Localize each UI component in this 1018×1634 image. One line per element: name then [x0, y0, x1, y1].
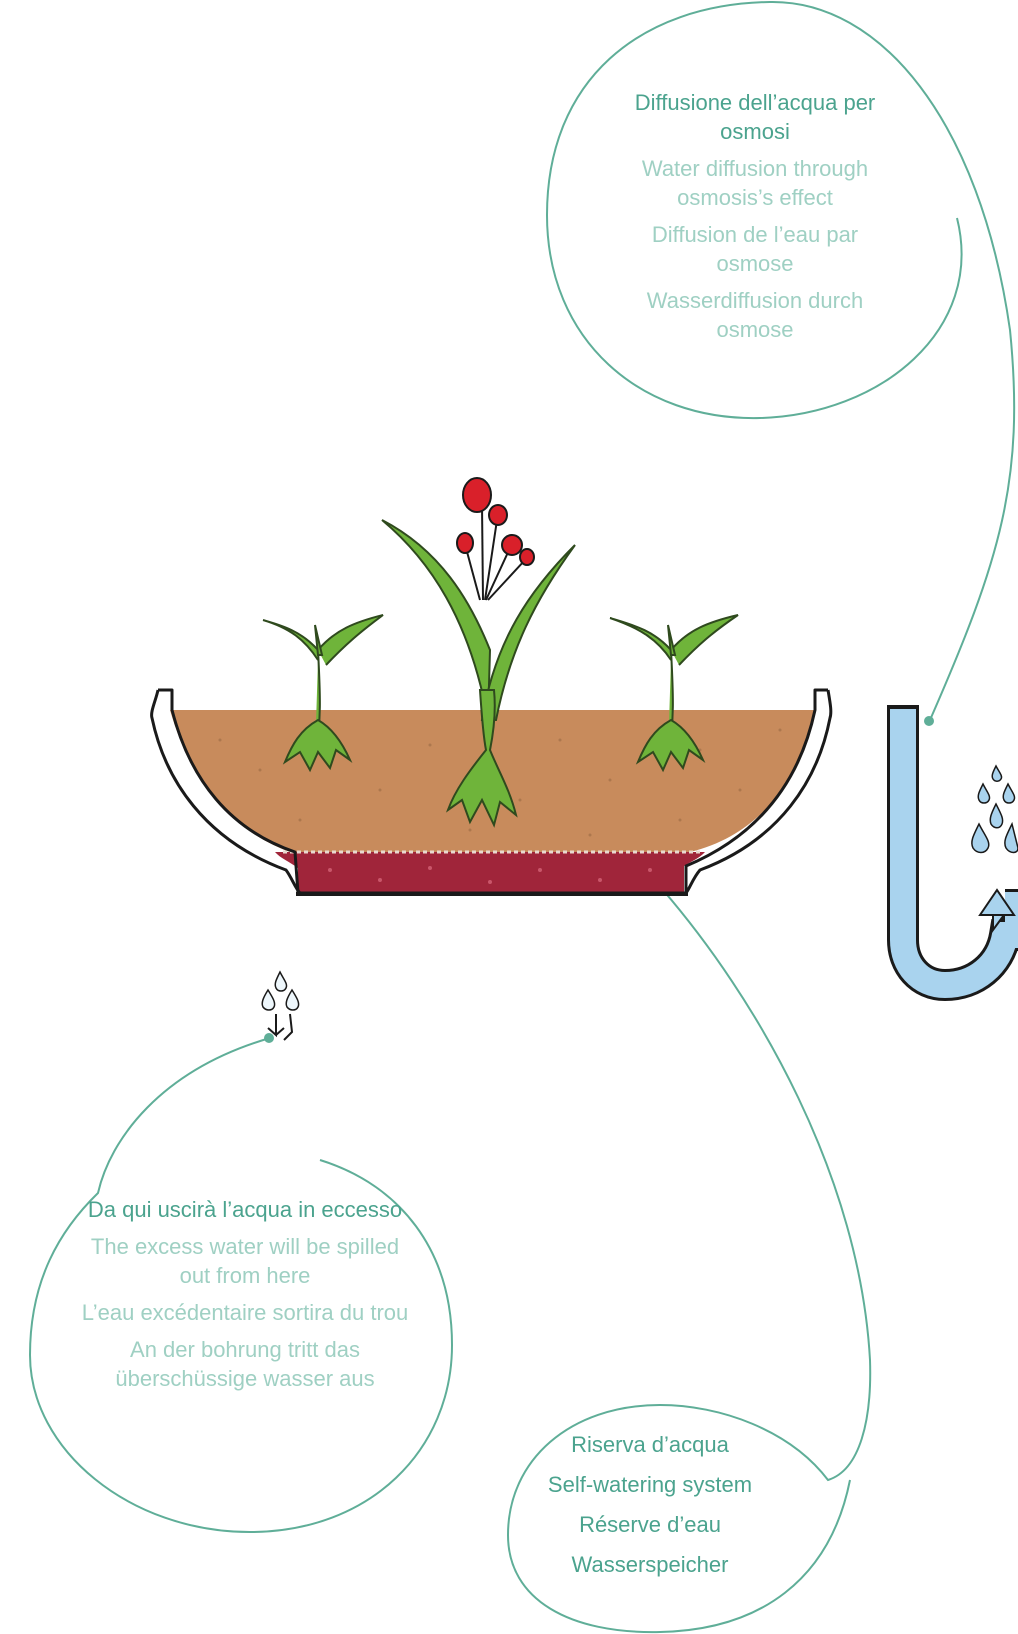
- osmosis-label-fr: Diffusion de l’eau par osmose: [615, 220, 895, 278]
- pipe-drops: [972, 766, 1018, 853]
- drain-label-it: Da qui uscirà l’acqua in eccesso: [80, 1195, 410, 1224]
- flower-bud: [489, 505, 507, 525]
- water-drop-icon: [972, 824, 989, 853]
- reserve-label-it: Riserva d’acqua: [520, 1429, 780, 1461]
- drain-label-de: An der bohrung tritt das überschüssige w…: [80, 1335, 410, 1393]
- water-pipe-icon: [889, 705, 1018, 985]
- osmosis-label-de: Wasserdiffusion durch osmose: [615, 286, 895, 344]
- osmosis-leader-dot: [924, 716, 934, 726]
- drain-leader-dot: [264, 1033, 274, 1043]
- osmosis-label-it: Diffusione dell’acqua per osmosi: [615, 88, 895, 146]
- reserve-label-en: Self-watering system: [520, 1469, 780, 1501]
- flower-bud: [463, 478, 491, 512]
- water-drop-icon: [978, 784, 989, 803]
- drain-label-fr: L’eau excédentaire sortira du trou: [80, 1298, 410, 1327]
- water-drop-icon: [992, 766, 1001, 781]
- water-drop-icon: [1005, 824, 1018, 853]
- drain-label-en: The excess water will be spilled out fro…: [80, 1232, 410, 1290]
- drain-label: Da qui uscirà l’acqua in eccesso The exc…: [80, 1195, 410, 1393]
- flower-bud: [502, 535, 522, 555]
- water-drop-icon: [275, 972, 286, 991]
- water-drop-icon: [262, 990, 274, 1010]
- water-drop-icon: [286, 990, 298, 1010]
- reserve-label-fr: Réserve d’eau: [520, 1509, 780, 1541]
- osmosis-label: Diffusione dell’acqua per osmosi Water d…: [615, 88, 895, 344]
- water-drop-icon: [990, 804, 1002, 828]
- flower-bud: [520, 549, 534, 565]
- flower-bud: [457, 533, 473, 553]
- drain-drops: [262, 972, 298, 1010]
- water-reserve-layer: [275, 852, 705, 893]
- water-drop-icon: [1003, 784, 1014, 803]
- reserve-label: Riserva d’acqua Self-watering system Rés…: [520, 1429, 780, 1581]
- reserve-label-de: Wasserspeicher: [520, 1549, 780, 1581]
- osmosis-label-en: Water diffusion through osmosis’s effect: [615, 154, 895, 212]
